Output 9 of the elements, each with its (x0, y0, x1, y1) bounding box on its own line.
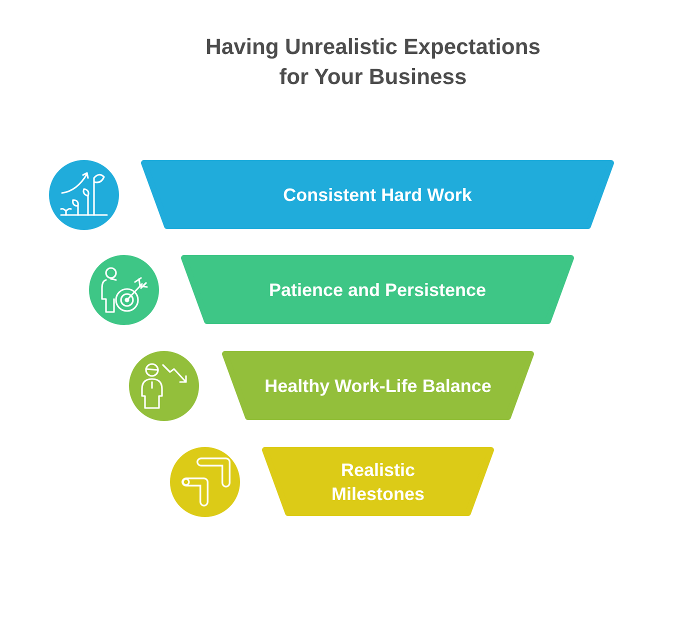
funnel-band (222, 351, 534, 420)
band-label: Realistic Milestones (330, 458, 426, 506)
band-label: Patience and Persistence (268, 278, 486, 302)
band-label: Consistent Hard Work (283, 184, 472, 206)
title: Having Unrealistic Expectations for Your Business (204, 33, 542, 91)
band-label: Healthy Work-Life Balance (264, 374, 492, 398)
funnel-band (141, 160, 614, 229)
funnel-band (262, 447, 494, 516)
funnel-band (181, 255, 574, 324)
